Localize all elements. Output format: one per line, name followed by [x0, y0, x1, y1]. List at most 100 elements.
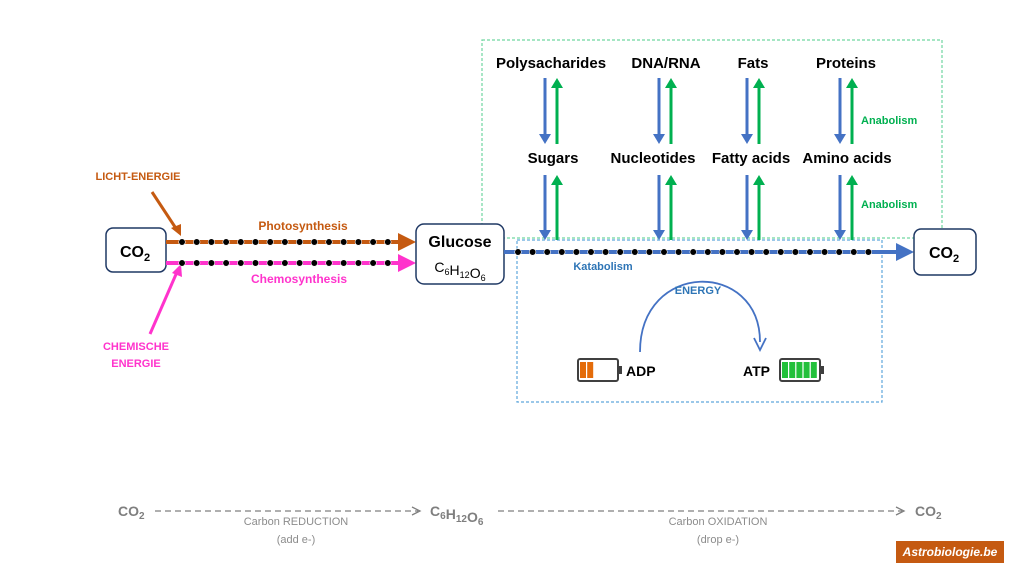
- oxidation-label: Carbon OXIDATION: [669, 516, 768, 528]
- summary-glucose: C6H12O6: [430, 503, 484, 528]
- astrobiologie-watermark[interactable]: Astrobiologie.be: [896, 541, 1004, 563]
- electron-dot: [601, 248, 610, 256]
- electron-dot: [296, 238, 304, 246]
- summary-co2-left: CO2: [118, 503, 145, 522]
- electron-dot: [835, 248, 843, 256]
- electron-dot: [222, 259, 230, 267]
- electron-dot: [193, 259, 201, 267]
- macromolecule-label: Polysacharides: [496, 55, 606, 72]
- electron-dot: [864, 248, 873, 256]
- electron-dot: [354, 238, 363, 246]
- electron-dot: [820, 248, 829, 256]
- chemical-energy-label-2: ENERGIE: [111, 358, 161, 370]
- light-energy-label: LICHT-ENERGIE: [96, 171, 181, 183]
- electron-dot: [791, 248, 800, 256]
- chemosynthesis-label: Chemosynthesis: [251, 272, 347, 286]
- electron-dot: [689, 248, 697, 256]
- adp-label: ADP: [626, 363, 656, 379]
- katabolism-pathway: [504, 243, 914, 261]
- electron-dot: [325, 238, 333, 246]
- electron-dot: [733, 248, 741, 256]
- electron-dot: [558, 248, 566, 256]
- electron-dot: [281, 259, 289, 267]
- electron-dot: [340, 238, 348, 246]
- energy-transfer-arc: [639, 280, 761, 353]
- electron-dot: [747, 248, 756, 256]
- reduction-label: Carbon REDUCTION: [244, 516, 349, 528]
- battery-cell: [587, 362, 594, 378]
- monomer-label: Fatty acids: [712, 150, 790, 167]
- co2-source-node: CO2: [105, 227, 167, 273]
- katabolism-label: Katabolism: [573, 261, 633, 273]
- electron-dot: [543, 248, 551, 256]
- electron-dot: [674, 248, 683, 256]
- electron-dot: [384, 259, 392, 267]
- electron-dot: [207, 238, 215, 246]
- battery-cell: [782, 362, 788, 378]
- electron-dot: [266, 238, 274, 246]
- electron-dot: [806, 248, 814, 256]
- macromolecule-label: DNA/RNA: [631, 55, 700, 72]
- electron-dot: [369, 259, 377, 267]
- macromolecule-label: Fats: [738, 55, 769, 72]
- electron-dot: [631, 248, 639, 256]
- atp-battery-icon: [779, 358, 824, 382]
- electron-dot: [237, 238, 245, 246]
- electron-dot: [514, 248, 522, 256]
- chemical-energy-arrow: [148, 271, 179, 335]
- electron-dot: [207, 259, 215, 267]
- light-energy-arrow: [150, 191, 179, 231]
- electron-dot: [660, 248, 668, 256]
- electron-dot: [266, 259, 274, 267]
- electron-dot: [528, 248, 537, 256]
- electron-dot: [762, 248, 770, 256]
- electron-dot: [251, 259, 260, 267]
- glucose-formula: C6H12O6: [434, 259, 485, 283]
- anabolism-label-upper: Anabolism: [861, 115, 917, 127]
- electron-dot: [777, 248, 785, 256]
- electron-dot: [616, 248, 624, 256]
- anabolism-label-lower: Anabolism: [861, 199, 917, 211]
- photosynthesis-pathway: [166, 233, 416, 251]
- svg-text:CO2: CO2: [120, 244, 150, 264]
- electron-dot: [310, 259, 318, 267]
- summary-co2-right: CO2: [915, 503, 942, 522]
- monomer-label: Nucleotides: [610, 150, 695, 167]
- battery-cell: [810, 362, 817, 378]
- electron-dot: [369, 238, 377, 246]
- chemical-energy-label-1: CHEMISCHE: [103, 341, 169, 353]
- chemosynthesis-pathway: [166, 254, 416, 272]
- electron-dot: [325, 259, 333, 267]
- anabolism-region-border: [481, 39, 943, 239]
- oxidation-sublabel: (drop e-): [697, 534, 739, 546]
- electron-dot: [645, 248, 654, 256]
- reduction-sublabel: (add e-): [277, 534, 316, 546]
- katabolism-region-border: [516, 239, 883, 403]
- electron-dot: [193, 238, 201, 246]
- electron-dot: [704, 248, 712, 256]
- electron-dot: [178, 259, 186, 267]
- electron-dot: [178, 238, 186, 246]
- carbon-summary: CO2 Carbon REDUCTION (add e-) C6H12O6 Ca…: [118, 503, 942, 546]
- electron-dot: [310, 238, 318, 246]
- svg-text:CO2: CO2: [929, 245, 959, 265]
- electron-dot: [384, 238, 392, 246]
- battery-cell: [580, 362, 586, 378]
- glucose-title: Glucose: [428, 234, 491, 251]
- co2-product-node: CO2: [913, 228, 977, 276]
- electron-dot: [281, 238, 289, 246]
- adp-battery-icon: [577, 358, 622, 382]
- energy-label: ENERGY: [675, 285, 722, 297]
- monomer-label: Sugars: [528, 150, 579, 167]
- electron-dot: [587, 248, 595, 256]
- photosynthesis-label: Photosynthesis: [258, 219, 348, 233]
- electron-dot: [237, 259, 245, 267]
- electron-dot: [850, 248, 858, 256]
- electron-dot: [572, 248, 581, 256]
- electron-dot: [718, 248, 727, 256]
- monomer-label: Amino acids: [802, 150, 891, 167]
- glucose-node: Glucose C6H12O6: [415, 223, 505, 285]
- electron-dot: [354, 259, 363, 267]
- electron-dot: [340, 259, 348, 267]
